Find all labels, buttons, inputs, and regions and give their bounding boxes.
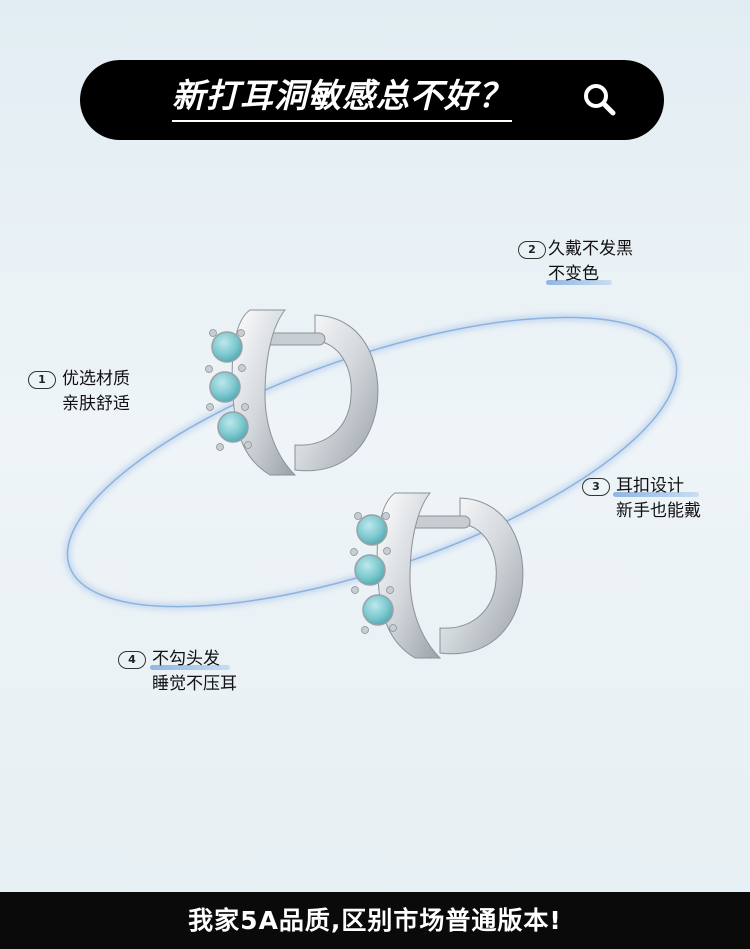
highlight-underline [613,492,699,497]
highlight-underline [150,665,230,670]
feature-number-badge: 2 [518,241,546,259]
feature-number-badge: 4 [118,651,146,669]
feature-subtitle: 不变色 [548,264,599,284]
feature-title: 优选材质 [62,369,130,389]
feature-3: 3 耳扣设计 新手也能戴 [582,475,742,525]
feature-title: 久戴不发黑 [548,239,633,259]
highlight-underline [546,280,612,285]
footer-text: 我家5A品质,区别市场普通版本! [188,906,562,935]
feature-subtitle: 睡觉不压耳 [152,674,237,694]
feature-title: 不勾头发 [152,649,220,669]
earring-image-upper [205,309,379,476]
feature-4: 4 不勾头发 睡觉不压耳 [118,648,278,698]
feature-subtitle: 新手也能戴 [616,501,701,521]
footer-bar: 我家5A品质,区别市场普通版本! [0,892,750,949]
earring-image-lower [350,492,524,659]
feature-number-badge: 3 [582,478,610,496]
feature-2: 2 久戴不发黑 不变色 [518,238,698,288]
feature-1: 1 优选材质 亲肤舒适 [28,368,188,418]
headline: 新打耳洞敏感总不好？ [172,74,512,122]
feature-subtitle: 亲肤舒适 [62,394,130,414]
feature-title: 耳扣设计 [616,476,684,496]
feature-number-badge: 1 [28,371,56,389]
search-banner[interactable]: 新打耳洞敏感总不好？ [80,60,664,140]
search-icon[interactable] [580,80,618,118]
